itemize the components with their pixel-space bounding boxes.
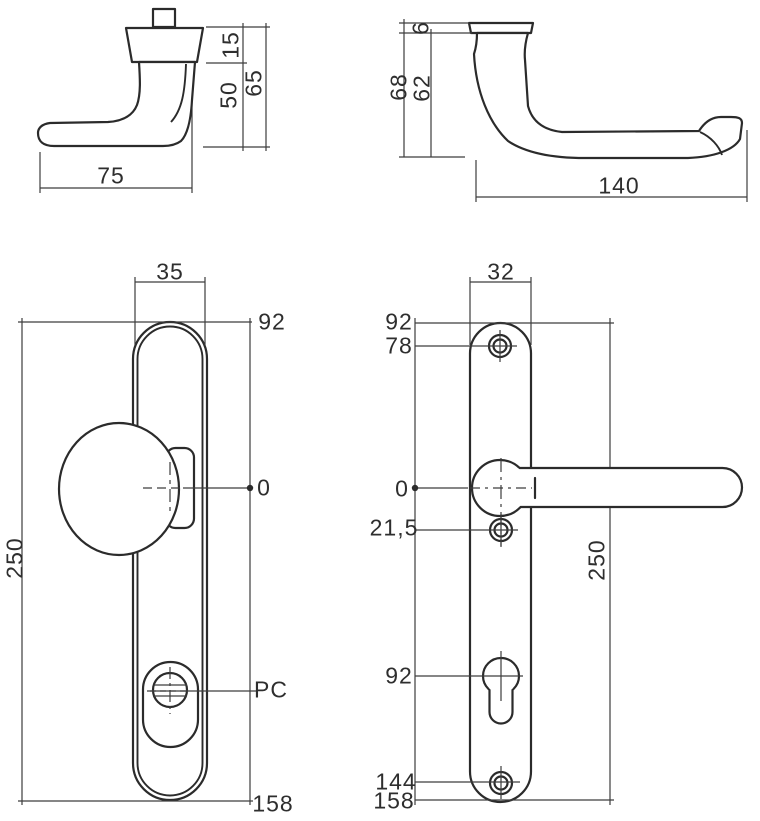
dim-label-leverplate-250: 250: [583, 539, 610, 581]
lever-side-view: [399, 19, 748, 202]
lever-arm: [518, 466, 744, 509]
knob-side-view: [36, 7, 270, 193]
dim-label-leverplate-92-cylinder: 92: [385, 662, 413, 689]
knob-front: [57, 421, 181, 557]
dim-label-68: 68: [385, 73, 412, 101]
dim-label-65: 65: [240, 69, 267, 97]
zero-marker-dot: [411, 484, 419, 492]
dim-label-leverplate-92-top: 92: [385, 308, 413, 335]
knob-body: [36, 60, 197, 148]
knob-collar: [124, 26, 205, 64]
knob-plate-view: [18, 277, 256, 805]
dim-label-knobplate-158: 158: [252, 790, 294, 817]
euro-cylinder-slot-fill: [489, 687, 513, 724]
dim-label-78: 78: [385, 332, 413, 359]
pc-cylinder-oval: [141, 660, 200, 749]
dim-label-15: 15: [217, 31, 244, 59]
knob-spindle: [151, 7, 177, 29]
dim-label-144: 144: [375, 768, 417, 795]
lever-arm-fill: [506, 468, 742, 507]
lever-rose-cap: [467, 21, 535, 35]
lever-body: [472, 31, 744, 160]
dim-label-32: 32: [487, 258, 515, 285]
dim-label-leverplate-158: 158: [373, 787, 415, 814]
dim-label-35: 35: [156, 258, 184, 285]
dim-label-pc: PC: [254, 676, 288, 703]
dim-label-knobplate-0: 0: [257, 474, 271, 501]
plate-outline: [468, 321, 533, 804]
dim-label-140: 140: [598, 172, 640, 199]
dim-label-50: 50: [215, 81, 242, 109]
dim-label-knobplate-92: 92: [258, 308, 286, 335]
dim-label-knobplate-250: 250: [1, 537, 28, 579]
lever-plate-view: [411, 277, 744, 805]
dim-label-75: 75: [97, 162, 125, 189]
euro-cylinder-slot: [488, 688, 514, 725]
dim-label-62: 62: [408, 74, 435, 102]
dim-label-leverplate-0: 0: [395, 475, 409, 502]
dim-label-21-5: 21,5: [369, 514, 419, 541]
plate-outline-inner: [136, 325, 204, 797]
lever-tip-inner-edge: [699, 131, 723, 156]
dim-label-6: 6: [407, 21, 434, 35]
knob-neck-inner-edge: [170, 63, 187, 123]
zero-marker-dot: [246, 484, 254, 492]
